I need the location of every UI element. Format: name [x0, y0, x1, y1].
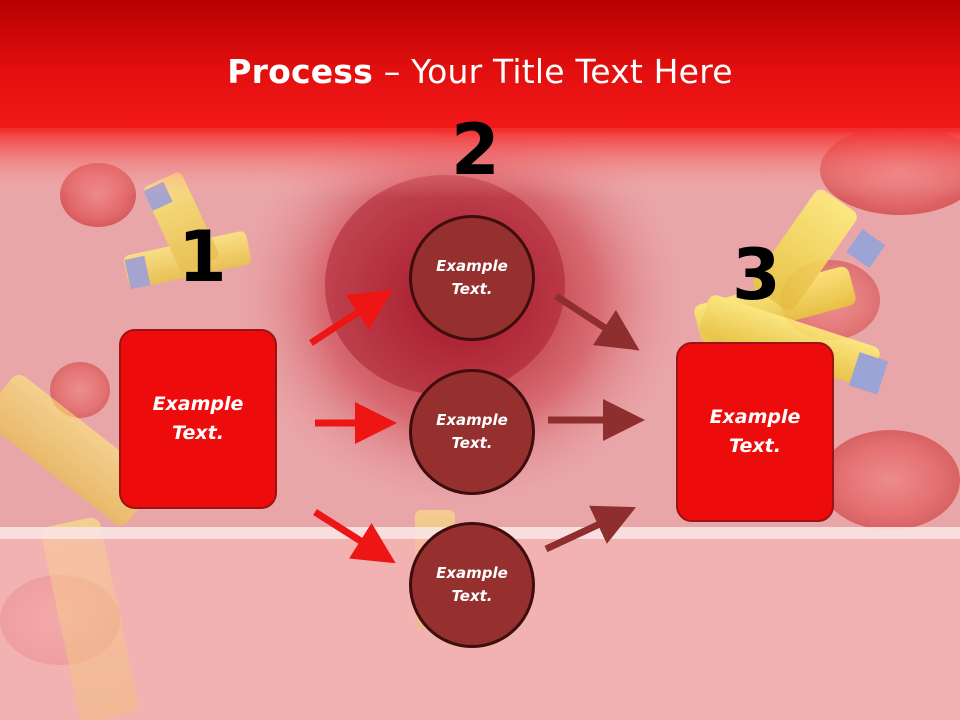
title-rest: Your Title Text Here — [411, 52, 733, 91]
step-2-circle-middle: Example Text. — [409, 369, 535, 495]
step-2-circle-top: Example Text. — [409, 215, 535, 341]
arrow-circle1-to-box3 — [554, 293, 640, 351]
step-1-box: Example Text. — [119, 329, 277, 509]
circle-bottom-label: Example Text. — [436, 564, 508, 605]
arrow-box1-to-circle1 — [309, 289, 393, 346]
title-separator: – — [373, 52, 412, 91]
title-bold: Process — [227, 52, 373, 91]
step-number-3: 3 — [732, 234, 781, 316]
step-2-circle-bottom: Example Text. — [409, 522, 535, 648]
step-3-box: Example Text. — [676, 342, 834, 522]
step-number-1: 1 — [178, 216, 227, 298]
arrow-circle3-to-box3 — [544, 505, 637, 553]
circle-middle-label: Example Text. — [436, 411, 508, 452]
step-3-box-label: Example Text. — [709, 406, 801, 457]
slide-title: Process – Your Title Text Here — [0, 52, 960, 91]
step-number-2: 2 — [451, 109, 500, 191]
step-1-box-label: Example Text. — [152, 393, 244, 444]
arrow-box1-to-circle3 — [313, 509, 396, 564]
circle-top-label: Example Text. — [436, 257, 508, 298]
